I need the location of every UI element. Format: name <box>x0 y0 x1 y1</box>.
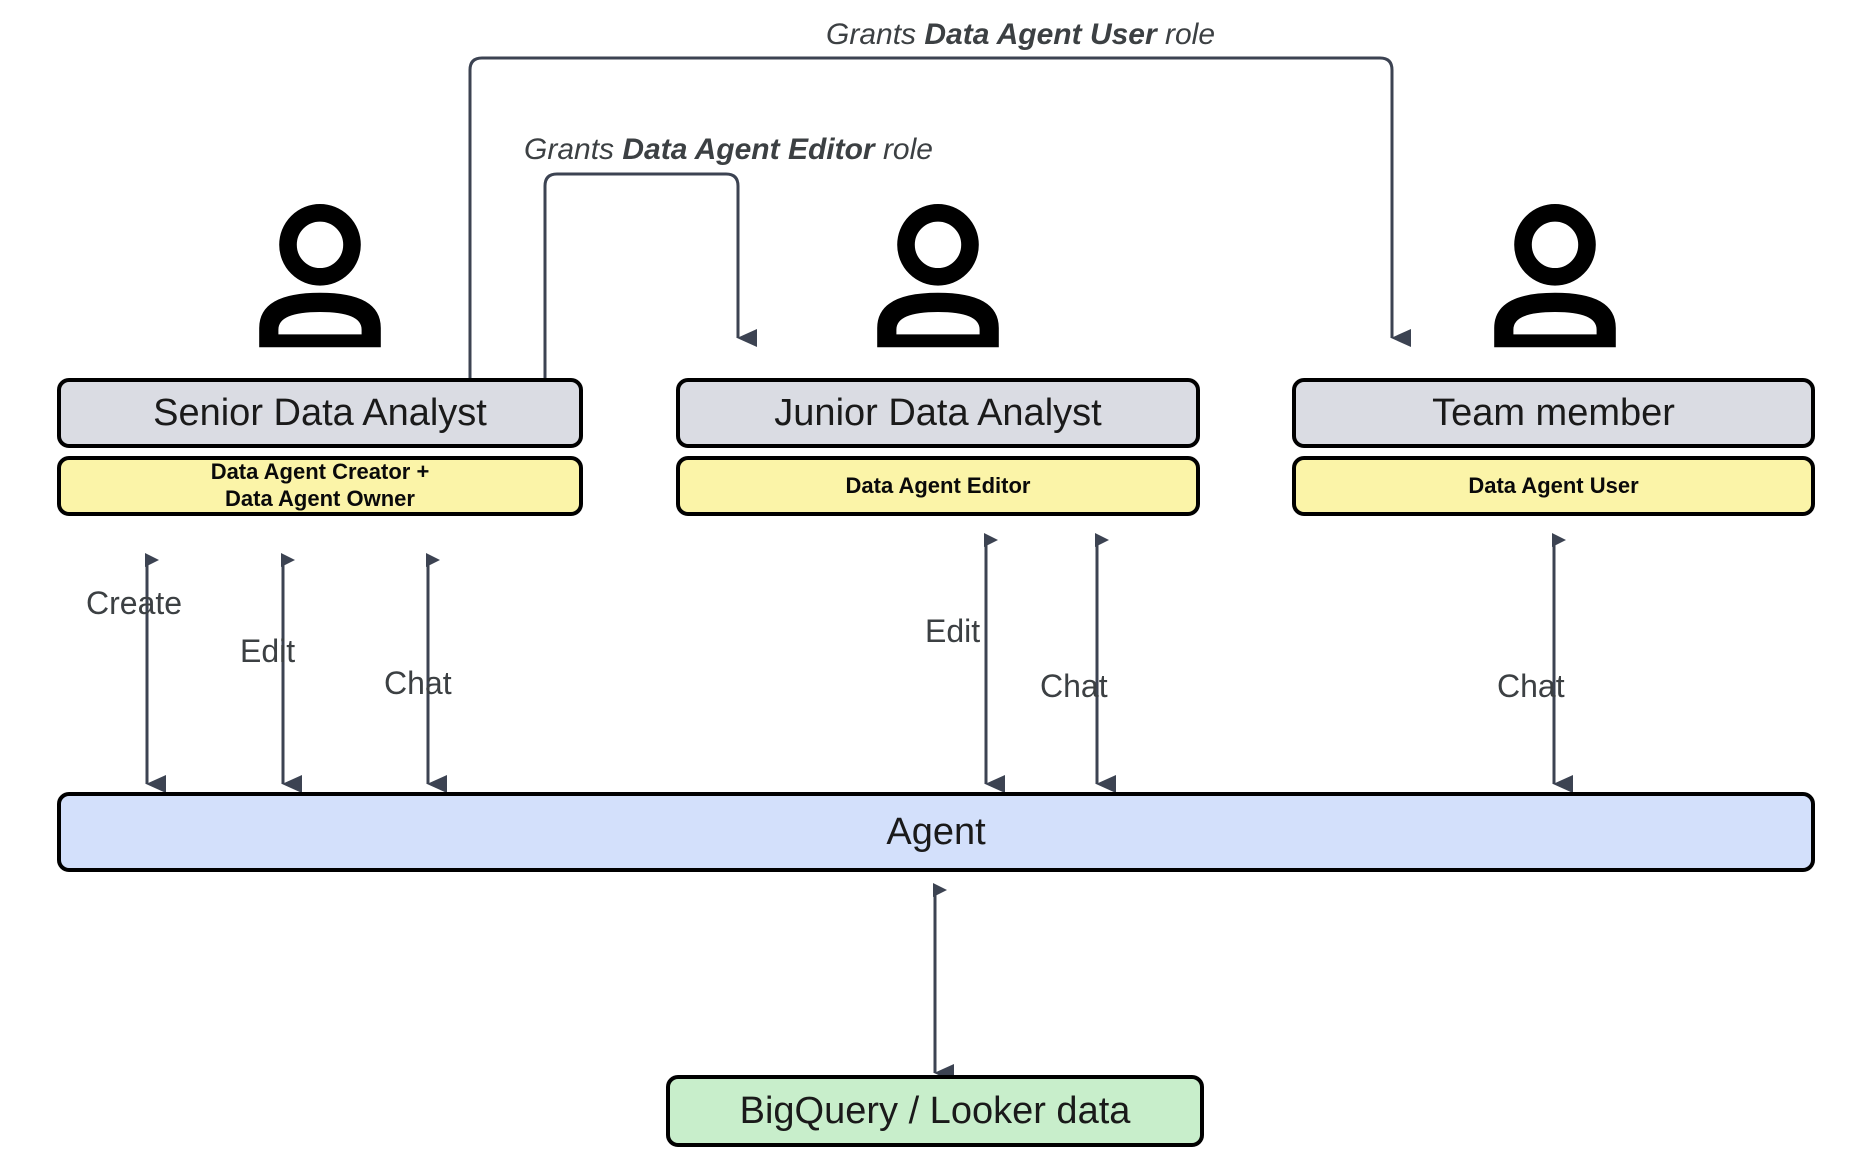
persona-title-team-member: Team member <box>1292 378 1815 448</box>
permission-line-1: Data Agent Creator + <box>210 459 430 485</box>
datasource-node: BigQuery / Looker data <box>666 1075 1204 1147</box>
edge-label-edit-junior: Edit <box>925 613 981 649</box>
edge-grant-data-agent-editor <box>543 172 757 378</box>
datasource-label: BigQuery / Looker data <box>739 1089 1131 1132</box>
grant-suffix: role <box>874 133 933 166</box>
permission-line-1: Data Agent Editor <box>845 472 1031 498</box>
edge-label-edit-senior: Edit <box>240 633 296 669</box>
person-icon <box>259 204 381 348</box>
agent-node: Agent <box>57 792 1815 872</box>
persona-permission-junior-data-analyst: Data Agent Editor <box>676 456 1200 516</box>
persona-title-junior-data-analyst: Junior Data Analyst <box>676 378 1200 448</box>
edge-label-chat-junior: Chat <box>1040 668 1108 704</box>
persona-title-label: Junior Data Analyst <box>774 391 1102 434</box>
grant-role: Data Agent Editor <box>622 133 875 166</box>
edge-label-create: Create <box>86 585 183 621</box>
persona-permission-team-member: Data Agent User <box>1292 456 1815 516</box>
persona-title-label: Senior Data Analyst <box>153 391 487 434</box>
grant-label-data-agent-user: Grants Data Agent User role <box>826 18 1215 52</box>
edge-label-chat-team: Chat <box>1497 668 1565 704</box>
permission-line-2: Data Agent Owner <box>225 486 415 511</box>
persona-title-senior-data-analyst: Senior Data Analyst <box>57 378 583 448</box>
grant-suffix: role <box>1156 18 1216 51</box>
grant-prefix: Grants <box>524 133 623 166</box>
grant-label-data-agent-editor: Grants Data Agent Editor role <box>524 133 933 167</box>
persona-permission-senior-data-analyst: Data Agent Creator + Data Agent Owner <box>57 456 583 516</box>
persona-title-label: Team member <box>1432 391 1675 434</box>
permission-line-1: Data Agent User <box>1468 472 1639 498</box>
edge-label-chat-senior: Chat <box>384 665 452 701</box>
grant-role: Data Agent User <box>924 18 1157 51</box>
person-icon <box>877 204 999 348</box>
agent-label: Agent <box>886 810 986 853</box>
person-icon <box>1494 204 1616 348</box>
grant-prefix: Grants <box>826 18 925 51</box>
